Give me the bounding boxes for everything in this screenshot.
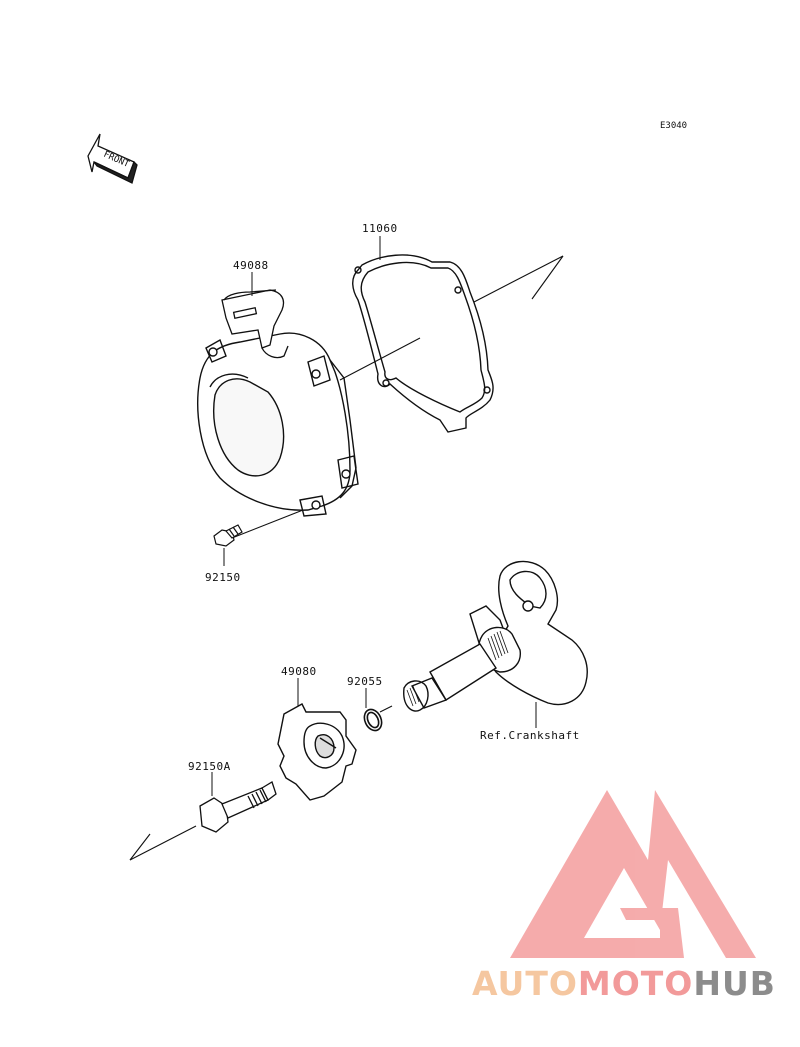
recoil-starter-shape	[197, 332, 359, 517]
diagram-code-label: E3040	[660, 121, 688, 131]
o-ring-shape	[363, 708, 383, 732]
watermark-moto: MOTO	[577, 964, 694, 1003]
starter-pulley-shape	[277, 703, 357, 801]
part-label-92150[interactable]: 92150	[205, 571, 241, 584]
crankshaft-spline-teeth	[406, 630, 509, 707]
part-label-92055[interactable]: 92055	[347, 675, 383, 688]
front-arrow-icon: FRONT	[87, 133, 138, 184]
reference-crankshaft-label: Ref.Crankshaft	[480, 729, 580, 742]
watermark-hub: HUB	[693, 964, 776, 1003]
bolt-shape	[213, 524, 243, 547]
starter-handle-shape	[221, 289, 289, 359]
flange-bolt-shape	[199, 781, 277, 833]
part-label-92150A[interactable]: 92150A	[188, 760, 231, 773]
watermark-logo-icon	[510, 790, 756, 958]
watermark-text: AUTOMOTOHUB	[472, 964, 776, 1003]
crankshaft-shape	[403, 560, 588, 712]
part-label-49080[interactable]: 49080	[281, 665, 317, 678]
watermark-auto: AUTO	[472, 964, 578, 1003]
part-label-49088[interactable]: 49088	[233, 259, 269, 272]
part-label-11060[interactable]: 11060	[362, 222, 398, 235]
gasket-shape	[352, 254, 494, 433]
axis-line-lower	[129, 705, 393, 861]
